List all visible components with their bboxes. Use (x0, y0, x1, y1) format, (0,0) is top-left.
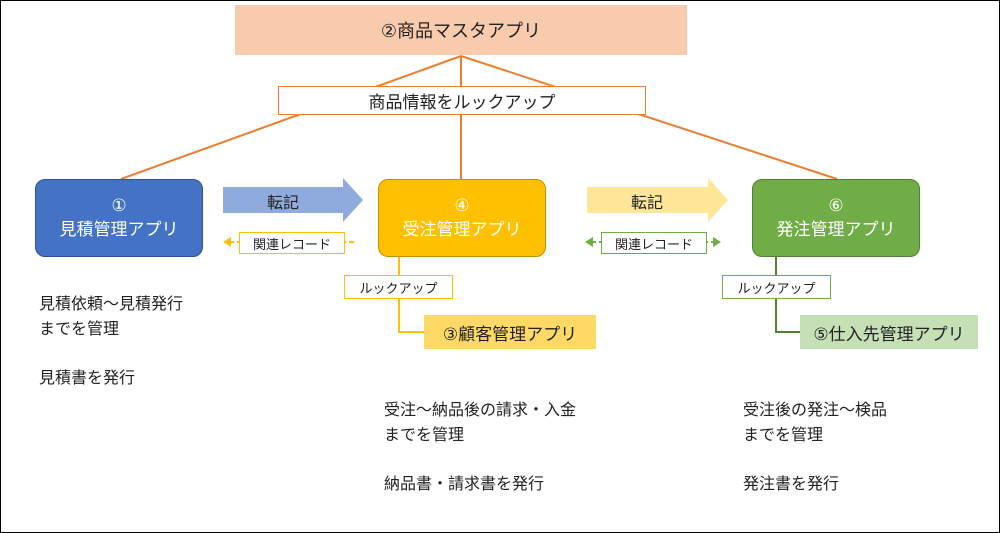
related-record-label-2: 関連レコード (614, 237, 693, 253)
customer-lookup-label: ルックアップ (359, 281, 438, 297)
estimate-app-number: ① (111, 196, 127, 216)
supplier-lookup-tag: ルックアップ (722, 275, 831, 299)
product-lookup-box: 商品情報をルックアップ (278, 86, 646, 115)
purchase-app-box: ⑥ 発注管理アプリ (752, 179, 920, 257)
related-record-arrowhead-right-green (713, 237, 721, 247)
related-record-tag-1: 関連レコード (239, 232, 345, 254)
lookup-connector-to-estimate (120, 55, 462, 180)
customer-lookup-tag: ルックアップ (344, 275, 453, 299)
order-description: 受注～納品後の請求・入金 までを管理 納品書・請求書を発行 (384, 397, 576, 496)
customer-app-box: ③顧客管理アプリ (424, 315, 596, 349)
order-desc-line1: 受注～納品後の請求・入金 (384, 400, 577, 419)
order-desc-line2: までを管理 (384, 425, 465, 444)
related-record-tag-2: 関連レコード (601, 232, 707, 254)
supplier-app-box: ⑤仕入先管理アプリ (800, 315, 978, 349)
transfer-arrow-estimate-to-order (223, 178, 363, 222)
estimate-desc-line2: までを管理 (39, 319, 120, 338)
master-app-box: ②商品マスタアプリ (235, 5, 687, 55)
supplier-lookup-label: ルックアップ (737, 281, 816, 297)
purchase-desc-line1: 受注後の発注～検品 (743, 400, 888, 419)
purchase-desc-line2: までを管理 (743, 425, 824, 444)
order-desc-line3: 納品書・請求書を発行 (384, 474, 545, 493)
related-record-label-1: 関連レコード (252, 237, 331, 253)
estimate-description: 見積依頼～見積発行 までを管理 見積書を発行 (39, 291, 183, 390)
transfer-label-2: 転記 (631, 193, 664, 212)
purchase-app-number: ⑥ (828, 196, 844, 216)
estimate-app-box: ① 見積管理アプリ (35, 179, 203, 257)
estimate-desc-line3: 見積書を発行 (39, 368, 136, 387)
estimate-app-name: 見積管理アプリ (59, 220, 179, 240)
purchase-description: 受注後の発注～検品 までを管理 発注書を発行 (743, 397, 887, 496)
related-record-arrowhead-left-green (585, 237, 593, 247)
supplier-app-label: ⑤仕入先管理アプリ (813, 324, 965, 345)
purchase-app-name: 発注管理アプリ (776, 220, 896, 240)
customer-app-label: ③顧客管理アプリ (442, 324, 578, 345)
purchase-desc-line3: 発注書を発行 (743, 474, 840, 493)
estimate-desc-line1: 見積依頼～見積発行 (39, 294, 184, 313)
order-app-name: 受注管理アプリ (402, 220, 522, 240)
lookup-connector-to-purchase (460, 55, 838, 180)
transfer-label-1: 転記 (267, 193, 300, 212)
order-app-number: ④ (454, 196, 470, 216)
product-lookup-label: 商品情報をルックアップ (368, 93, 556, 113)
master-app-label: ②商品マスタアプリ (380, 21, 542, 42)
related-record-arrowhead-left (223, 237, 231, 247)
order-app-box: ④ 受注管理アプリ (378, 179, 546, 257)
transfer-arrow-order-to-purchase (587, 178, 728, 222)
